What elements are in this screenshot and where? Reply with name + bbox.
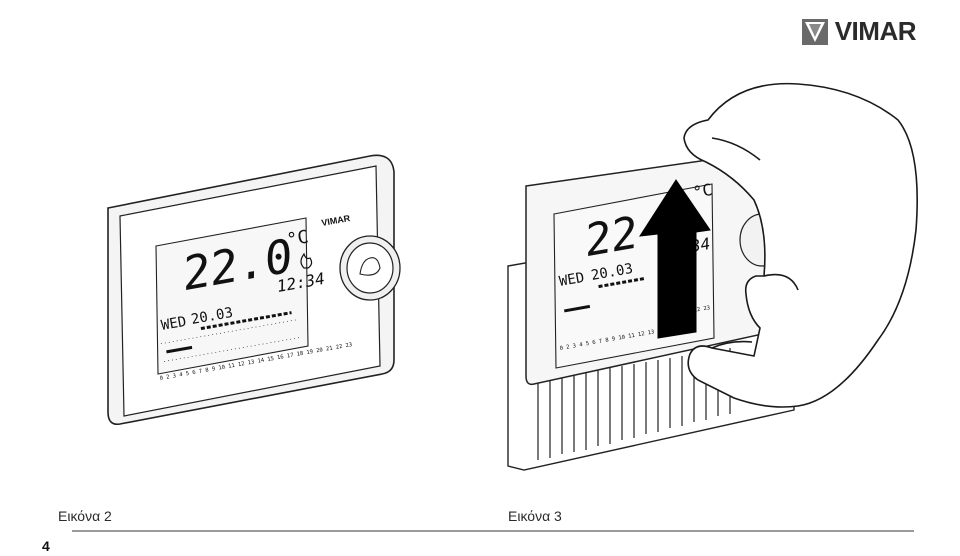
figure-thermostat-removal: 22 °C 34 WED 20.03 0 2 3 4 5 6 7 8 9 10 … [498,80,928,480]
hand-button-icon [339,235,401,301]
lcd-day-right: WED [558,270,586,290]
up-arrow-icon [639,179,711,339]
figure-thermostat-front: 22.0 °C 12:34 WED 20.03 0 2 3 4 5 6 7 8 … [100,150,410,430]
thermostat-removal-drawing: 22 °C 34 WED 20.03 0 2 3 4 5 6 7 8 9 10 … [507,82,918,471]
lcd-date-right: 20.03 [590,261,634,284]
caption-figure-3: Εικόνα 3 [508,508,562,524]
footer-divider [72,530,914,532]
program-chart-right [563,277,645,313]
vimar-logo: VIMAR [801,16,917,47]
page-number: 4 [42,538,50,554]
lcd-day: WED [160,314,188,334]
lcd-temperature-partial: 22 [581,207,642,266]
hand-illustration [683,82,918,408]
caption-figure-2: Εικόνα 2 [58,508,112,524]
lcd-unit: °C [285,226,310,250]
lcd-date: 20.03 [190,305,234,328]
program-chart [160,311,301,362]
brand-name: VIMAR [834,16,917,46]
lcd-unit-partial: °C [691,180,713,202]
vimar-logo-mark-icon [801,18,828,45]
hours-axis-right-end: 22 23 [693,305,710,314]
flame-icon [300,252,313,269]
thermostat-front-drawing: 22.0 °C 12:34 WED 20.03 0 2 3 4 5 6 7 8 … [107,154,401,426]
